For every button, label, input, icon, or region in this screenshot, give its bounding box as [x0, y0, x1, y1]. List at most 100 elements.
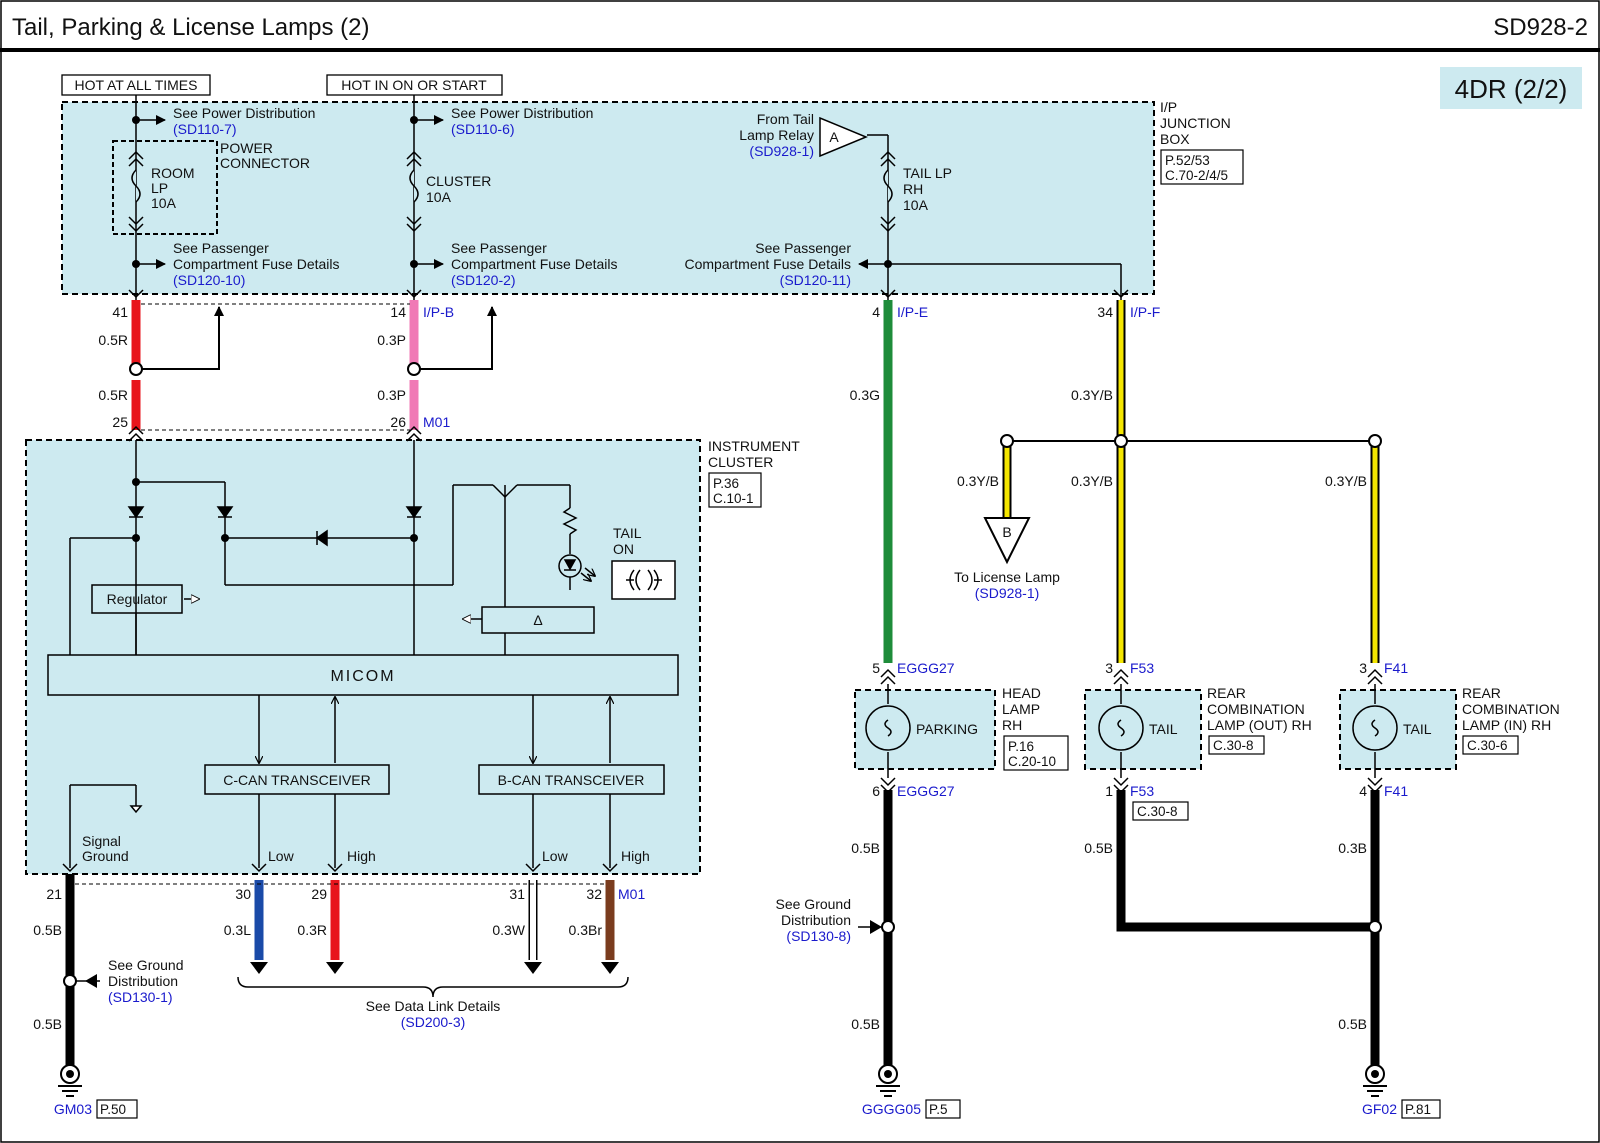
head-lamp-ref-1: P.16: [1008, 739, 1034, 754]
ground-gggg05: GGGG05: [862, 1101, 921, 1117]
connector-a: A: [829, 129, 839, 145]
see-power-2: See Power Distribution: [451, 105, 593, 121]
pin-25: 25: [112, 414, 128, 430]
link-sd110-7[interactable]: (SD110-7): [173, 121, 237, 137]
rear-out-2: COMBINATION: [1207, 701, 1305, 717]
bcan-high: High: [621, 848, 650, 864]
right-labels: 4 I/P-E 34 I/P-F 0.3G 0.3Y/B 0.3Y/B 0.3Y…: [776, 304, 1560, 1119]
wire-05r-a: 0.5R: [98, 332, 128, 348]
head-lamp-2: LAMP: [1002, 701, 1040, 717]
conn-m01-bottom: M01: [618, 886, 645, 902]
wire-03yb-top: 0.3Y/B: [1071, 387, 1113, 403]
room-lp-2: LP: [151, 180, 168, 196]
variant-badge: 4DR (2/2): [1455, 74, 1568, 104]
see-pass-2b: Compartment Fuse Details: [451, 256, 618, 272]
cluster-ref-2: C.10-1: [713, 491, 754, 506]
rear-in-1: REAR: [1462, 685, 1501, 701]
see-data-link: See Data Link Details: [366, 998, 501, 1014]
jbox-name-2: JUNCTION: [1160, 115, 1231, 131]
tail-in-label: TAIL: [1403, 721, 1432, 737]
link-sd120-10[interactable]: (SD120-10): [173, 272, 245, 288]
upper-wire-labels: 41 14 I/P-B 0.5R 0.5R 0.3P 0.3P 25 26 M0…: [98, 304, 454, 430]
tail-out-label: TAIL: [1149, 721, 1178, 737]
pin-21: 21: [46, 886, 62, 902]
jbox-name-1: I/P: [1160, 99, 1177, 115]
header: Tail, Parking & License Lamps (2) SD928-…: [0, 14, 1600, 109]
head-lamp-ref-2: C.20-10: [1008, 754, 1056, 769]
see-pass-3a: See Passenger: [755, 240, 851, 256]
page-title: Tail, Parking & License Lamps (2): [12, 14, 370, 41]
conn-f53-top: F53: [1130, 660, 1154, 676]
link-sd130-1[interactable]: (SD130-1): [108, 989, 173, 1005]
hot-labels: HOT AT ALL TIMES HOT IN ON OR START: [61, 74, 503, 96]
link-sd110-6[interactable]: (SD110-6): [451, 121, 515, 137]
wire-03b-in: 0.3B: [1338, 840, 1367, 856]
wire-05b-gf: 0.5B: [1338, 1016, 1367, 1032]
tail-on-1: TAIL: [613, 525, 642, 541]
micom-label: MICOM: [330, 668, 395, 685]
to-license-lamp: To License Lamp: [954, 569, 1060, 585]
conn-m01-top: M01: [423, 414, 450, 430]
jbox-ref-1: P.52/53: [1165, 153, 1210, 168]
conn-eggg27-bottom: EGGG27: [897, 783, 955, 799]
right-wires: [858, 300, 1398, 1097]
see-power-1: See Power Distribution: [173, 105, 315, 121]
page-code: SD928-2: [1493, 14, 1588, 41]
cluster-fuse-1: CLUSTER: [426, 173, 491, 189]
pin-31: 31: [509, 886, 525, 902]
room-lp-1: ROOM: [151, 165, 195, 181]
wire-03g: 0.3G: [850, 387, 880, 403]
signal-ground-1: Signal: [82, 833, 121, 849]
ground-gf02-ref: P.81: [1405, 1102, 1431, 1117]
pin-4-top: 4: [872, 304, 880, 320]
wire-03yb-license: 0.3Y/B: [957, 473, 999, 489]
lower-left-wires: [58, 874, 629, 1097]
lower-left-labels: 21 30 29 31 32 M01 0.5B 0.5B 0.3L 0.3R 0…: [33, 886, 645, 1119]
ground-gf02: GF02: [1362, 1101, 1397, 1117]
link-sd928-1-bottom[interactable]: (SD928-1): [975, 585, 1040, 601]
link-sd120-2[interactable]: (SD120-2): [451, 272, 516, 288]
pin-1: 1: [1105, 783, 1113, 799]
wire-03l: 0.3L: [224, 922, 251, 938]
pin-32: 32: [586, 886, 602, 902]
c-can-label: C-CAN TRANSCEIVER: [223, 772, 371, 788]
conn-ip-f: I/P-F: [1130, 304, 1160, 320]
link-sd200-3[interactable]: (SD200-3): [401, 1014, 466, 1030]
rear-out-ref: C.30-8: [1213, 738, 1254, 753]
rear-in-2: COMBINATION: [1462, 701, 1560, 717]
jbox-name-3: BOX: [1160, 131, 1190, 147]
from-tail-1: From Tail: [757, 111, 814, 127]
b-can-label: B-CAN TRANSCEIVER: [498, 772, 645, 788]
wire-05b-out: 0.5B: [1084, 840, 1113, 856]
delta-symbol: Δ: [533, 612, 542, 628]
pin-41: 41: [112, 304, 128, 320]
variant-badge-box: [1440, 67, 1582, 109]
wire-05r-b: 0.5R: [98, 387, 128, 403]
power-connector-1: POWER: [220, 140, 273, 156]
wire-03w: 0.3W: [492, 922, 525, 938]
pin-6: 6: [872, 783, 880, 799]
wire-05b-gm-a: 0.5B: [33, 922, 62, 938]
bcan-low: Low: [542, 848, 569, 864]
conn-eggg27-top: EGGG27: [897, 660, 955, 676]
jbox-ref-2: C.70-2/4/5: [1165, 168, 1228, 183]
hot-at-all-times: HOT AT ALL TIMES: [75, 77, 198, 93]
wire-05b-head-a: 0.5B: [851, 840, 880, 856]
see-ground-head-1: See Ground: [776, 896, 852, 912]
cluster-labels: INSTRUMENT CLUSTER P.36 C.10-1 TAIL ON R…: [82, 438, 800, 864]
link-sd120-11[interactable]: (SD120-11): [780, 272, 851, 288]
parking-lamp-label: PARKING: [916, 721, 978, 737]
conn-ip-e: I/P-E: [897, 304, 928, 320]
see-ground-gm-1: See Ground: [108, 957, 184, 973]
pin-4-bottom: 4: [1359, 783, 1367, 799]
ground-gm03-ref: P.50: [100, 1102, 126, 1117]
instrument-cluster-panel: [25, 439, 701, 875]
link-sd130-8[interactable]: (SD130-8): [786, 928, 851, 944]
tail-on-2: ON: [613, 541, 634, 557]
regulator-label: Regulator: [107, 591, 168, 607]
link-sd928-1-top[interactable]: (SD928-1): [749, 143, 814, 159]
pin-14: 14: [390, 304, 406, 320]
wire-03br: 0.3Br: [569, 922, 603, 938]
pin-34: 34: [1097, 304, 1113, 320]
